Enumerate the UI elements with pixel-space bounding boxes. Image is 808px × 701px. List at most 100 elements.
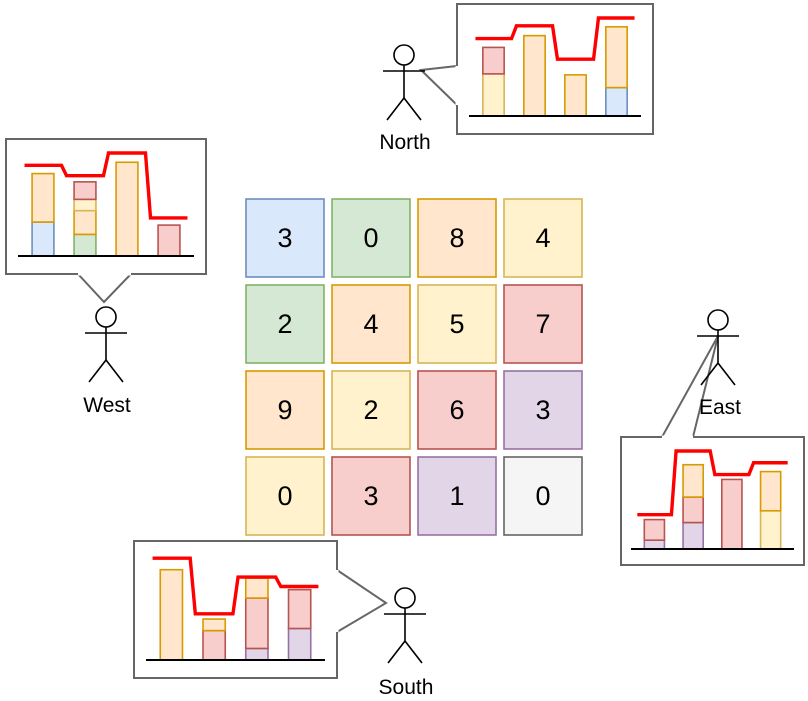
grid-cell-value-r2-c3: 5 [449,308,465,339]
stick-figure-east-leg-right [717,362,736,386]
south-chart-step-line [152,556,319,616]
stick-figure-west [85,306,127,383]
east-chart-bar-3 [720,478,743,550]
east-chart-bar-4-seg-2 [759,470,782,512]
south-chart-bar-3-seg-1 [244,647,269,661]
stick-figure-south-leg-left [387,640,406,664]
north-chart-bar-3 [564,74,587,117]
south-chart-bar-4 [287,588,312,661]
west-chart-step-line [24,151,188,220]
north-chart-bar-2-seg-1 [523,34,546,117]
grid-cell-value-r1-c4: 4 [535,222,551,253]
north-chart-bar-4 [605,26,628,117]
north-chart-bar-4-seg-2 [605,26,628,89]
grid-cell-value-r1-c3: 8 [449,222,465,253]
grid-cell-value-r4-c2: 3 [363,480,379,511]
grid-cell-r1-c4[interactable] [503,198,583,278]
south-chart-bar-3 [244,577,269,661]
east-chart-bar-2-seg-2 [682,496,704,524]
grid-cell-r1-c3[interactable] [417,198,497,278]
south-chart-bar-1 [159,568,184,661]
south-chart [146,556,325,661]
actor-label-south: South [378,676,434,699]
grid-cell-r2-c2[interactable] [331,284,411,364]
stick-figure-east-leg-left [700,362,719,386]
north-bubble-tail [418,64,458,108]
grid-cell-r3-c4[interactable] [503,370,583,450]
north-chart-step-line [475,16,635,61]
south-chart-bar-3-seg-3 [244,577,269,599]
east-chart [631,449,794,550]
stick-figure-north-leg-left [386,97,405,121]
east-chart-bar-2-seg-3 [682,463,704,498]
north-chart-bar-1 [482,46,505,117]
east-bubble-tail [660,335,719,438]
south-chart-bar-3-seg-2 [244,597,269,650]
grid-cell-r3-c1[interactable] [245,370,325,450]
east-chart-bar-1 [643,518,666,550]
grid-cell-value-r2-c2: 4 [363,308,379,339]
east-chart-bar-3-seg-1 [720,478,743,550]
actor-label-west: West [83,394,131,417]
stick-figures-layer [85,44,739,664]
east-chart-step-line [637,449,788,517]
number-grid-layer [245,198,583,536]
actor-label-north: North [379,131,431,154]
east-chart-bar-2-seg-1 [682,521,704,550]
grid-cell-r4-c2[interactable] [331,456,411,536]
grid-cell-r3-c3[interactable] [417,370,497,450]
north-chart-bar-3-seg-1 [564,74,587,117]
grid-cell-r2-c3[interactable] [417,284,497,364]
stick-figure-north-head [393,44,415,66]
west-chart-bar-3 [115,161,139,257]
north-chart-bar-2 [523,34,546,117]
grid-cell-value-r2-c1: 2 [277,308,293,339]
stick-figure-west-leg-right [105,359,124,383]
west-chart-bar-2-seg-3 [73,198,97,212]
grid-cell-r1-c2[interactable] [331,198,411,278]
grid-cell-value-r4-c1: 0 [277,480,293,511]
west-chart-bar-2 [73,181,97,257]
grid-cell-r2-c1[interactable] [245,284,325,364]
grid-cell-value-r3-c1: 9 [277,394,293,425]
grid-cell-r1-c1[interactable] [245,198,325,278]
grid-cell-value-r1-c1: 3 [277,222,293,253]
west-chart-bar-1-seg-1 [31,221,55,257]
grid-cell-r3-c2[interactable] [331,370,411,450]
north-chart-bar-1-seg-1 [482,73,505,117]
west-chart-bar-4 [157,224,181,257]
south-chart-bar-1-seg-1 [159,568,184,661]
grid-cell-r4-c4[interactable] [503,456,583,536]
grid-cell-r2-c4[interactable] [503,284,583,364]
west-chart-bar-1-seg-2 [31,172,55,223]
east-chart-bar-1-seg-2 [643,518,666,541]
stick-figure-south-leg-right [404,640,423,664]
grid-cell-r4-c1[interactable] [245,456,325,536]
stick-figure-north-leg-right [403,97,422,121]
west-chart-bar-2-seg-1 [73,233,97,257]
grid-cell-value-r1-c2: 0 [363,222,379,253]
east-chart-bar-4 [759,470,782,550]
west-chart [18,151,194,257]
stick-figure-north [383,44,425,121]
south-chart-bar-2-seg-2 [202,618,227,632]
west-chart-bar-1 [31,172,55,257]
grid-cell-value-r2-c4: 7 [535,308,551,339]
north-chart [469,16,641,117]
north-chart-bar-4-seg-1 [605,86,628,117]
stick-figure-east-head [707,309,729,331]
south-bubble-tail [336,568,388,634]
west-chart-bar-3-seg-1 [115,161,139,257]
charts-layer [18,16,794,661]
west-bubble-tail [75,273,134,304]
south-chart-bar-4-seg-1 [287,627,312,661]
grid-cell-r4-c3[interactable] [417,456,497,536]
grid-cell-value-r4-c3: 1 [449,480,465,511]
grid-cell-value-r3-c2: 2 [363,394,379,425]
west-chart-bar-2-seg-2 [73,209,97,236]
stick-figure-south-head [394,587,416,609]
grid-cell-value-r3-c4: 3 [535,394,551,425]
south-chart-bar-2-seg-1 [202,629,227,661]
